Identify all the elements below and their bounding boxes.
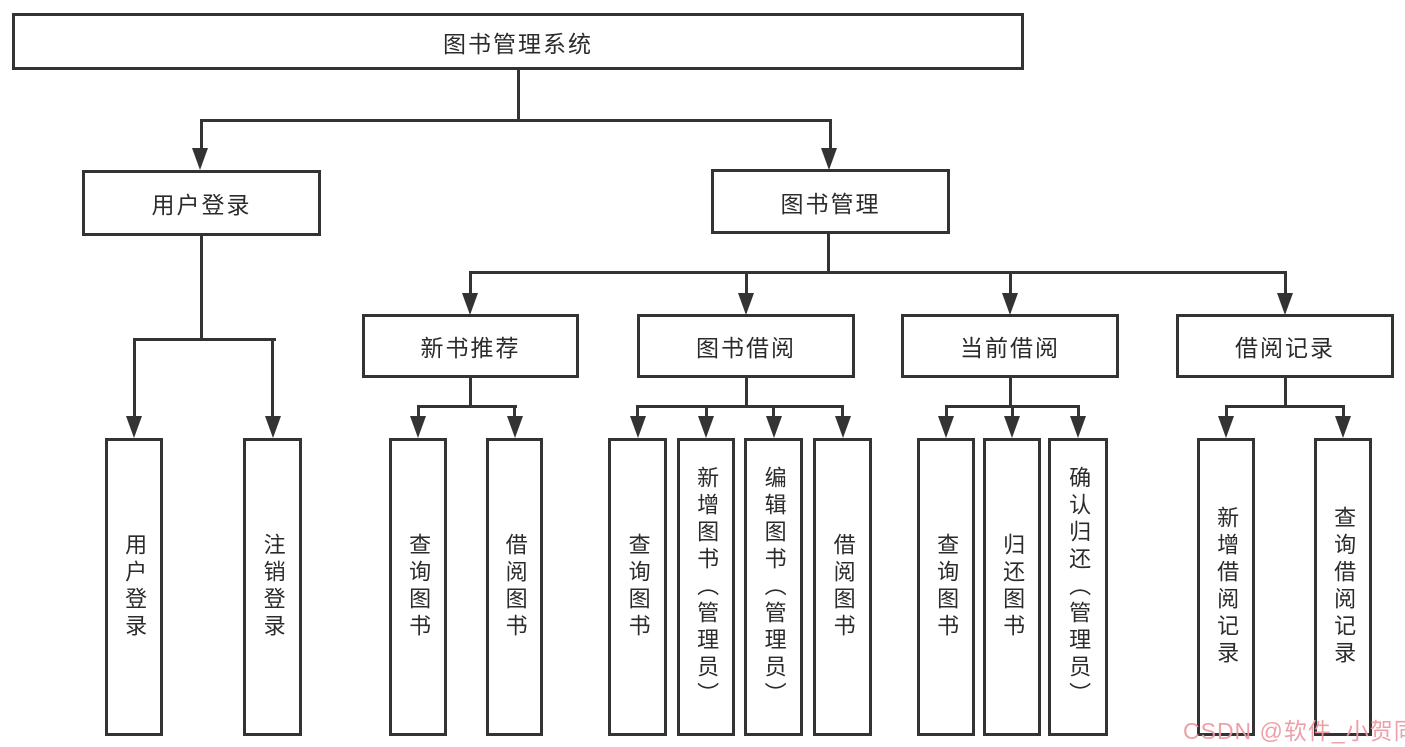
connector-line bbox=[1224, 405, 1228, 417]
connector-line bbox=[132, 338, 276, 341]
arrow-down-icon bbox=[1070, 416, 1086, 438]
arrow-down-icon bbox=[264, 416, 281, 438]
connector-line bbox=[416, 405, 517, 408]
arrow-down-icon bbox=[1002, 293, 1018, 315]
connector-line bbox=[1341, 405, 1345, 417]
node-new-book-recommend-label: 新书推荐 bbox=[420, 335, 521, 361]
leaf-add-borrow-record: 新增借阅记录 bbox=[1197, 438, 1255, 736]
arrow-down-icon bbox=[1335, 416, 1351, 438]
connector-line bbox=[828, 119, 832, 150]
leaf-query-book-1: 查询图书 bbox=[389, 438, 447, 736]
arrow-down-icon bbox=[629, 416, 646, 438]
connector-line bbox=[704, 405, 708, 417]
arrow-down-icon bbox=[1218, 416, 1234, 438]
connector-line bbox=[826, 233, 830, 273]
arrow-down-icon bbox=[462, 293, 478, 315]
node-book-management-label: 图书管理 bbox=[780, 190, 881, 217]
leaf-logout: 注销登录 bbox=[243, 438, 302, 736]
arrow-down-icon bbox=[698, 416, 714, 438]
leaf-return-book: 归还图书 bbox=[983, 438, 1041, 736]
connector-line bbox=[468, 377, 472, 406]
connector-line bbox=[1008, 271, 1012, 295]
connector-line bbox=[1283, 271, 1287, 295]
leaf-query-book-2: 查询图书 bbox=[608, 438, 667, 736]
node-borrow-records: 借阅记录 bbox=[1176, 314, 1394, 378]
leaf-user-login: 用户登录 bbox=[105, 438, 163, 736]
connector-line bbox=[1010, 405, 1014, 417]
node-book-borrow: 图书借阅 bbox=[637, 314, 855, 378]
arrow-down-icon bbox=[765, 416, 782, 438]
connector-line bbox=[513, 405, 516, 417]
node-current-borrow: 当前借阅 bbox=[901, 314, 1119, 378]
arrow-down-icon bbox=[938, 416, 954, 438]
arrow-down-icon bbox=[738, 293, 754, 315]
connector-line bbox=[416, 405, 420, 417]
arrow-down-icon bbox=[1277, 293, 1293, 315]
node-book-management: 图书管理 bbox=[711, 169, 950, 234]
connector-line bbox=[516, 70, 520, 120]
connector-line bbox=[1224, 405, 1345, 408]
node-user-login-label: 用户登录 bbox=[151, 192, 252, 218]
connector-line bbox=[744, 271, 748, 295]
arrow-down-icon bbox=[821, 148, 837, 170]
connector-line bbox=[199, 236, 203, 338]
leaf-add-book-admin: 新增图书（管理员） bbox=[677, 438, 735, 736]
connector-line bbox=[636, 405, 844, 408]
leaf-confirm-return-admin: 确认归还（管理员） bbox=[1048, 438, 1108, 736]
node-new-book-recommend: 新书推荐 bbox=[362, 314, 579, 378]
connector-line bbox=[199, 119, 203, 150]
connector-line bbox=[772, 405, 775, 417]
leaf-borrow-book-2: 借阅图书 bbox=[813, 438, 872, 736]
node-book-borrow-label: 图书借阅 bbox=[696, 335, 796, 361]
connector-line bbox=[468, 271, 472, 295]
leaf-query-borrow-record: 查询借阅记录 bbox=[1314, 438, 1372, 736]
connector-line bbox=[636, 405, 639, 417]
leaf-query-book-3: 查询图书 bbox=[917, 438, 975, 736]
arrow-down-icon bbox=[834, 416, 851, 438]
connector-line bbox=[200, 119, 831, 122]
connector-line bbox=[1008, 377, 1012, 406]
connector-line bbox=[1076, 405, 1080, 417]
connector-line bbox=[468, 271, 1287, 274]
connector-line bbox=[744, 377, 748, 406]
connector-line bbox=[271, 338, 274, 416]
arrow-down-icon bbox=[506, 416, 523, 438]
connector-line bbox=[841, 405, 844, 417]
node-current-borrow-label: 当前借阅 bbox=[960, 335, 1060, 361]
arrow-down-icon bbox=[126, 416, 142, 438]
node-borrow-records-label: 借阅记录 bbox=[1235, 335, 1335, 361]
connector-line bbox=[132, 338, 136, 416]
connector-line bbox=[1283, 377, 1287, 406]
node-root: 图书管理系统 bbox=[12, 13, 1024, 70]
arrow-down-icon bbox=[410, 416, 426, 438]
connector-line bbox=[944, 405, 948, 417]
arrow-down-icon bbox=[192, 148, 208, 170]
csdn-watermark: CSDN @软件_小贺同学 bbox=[1183, 718, 1405, 744]
node-user-login: 用户登录 bbox=[82, 170, 321, 236]
leaf-borrow-book-1: 借阅图书 bbox=[486, 438, 543, 736]
arrow-down-icon bbox=[1004, 416, 1020, 438]
leaf-edit-book-admin: 编辑图书（管理员） bbox=[744, 438, 803, 736]
node-root-label: 图书管理系统 bbox=[443, 30, 593, 57]
